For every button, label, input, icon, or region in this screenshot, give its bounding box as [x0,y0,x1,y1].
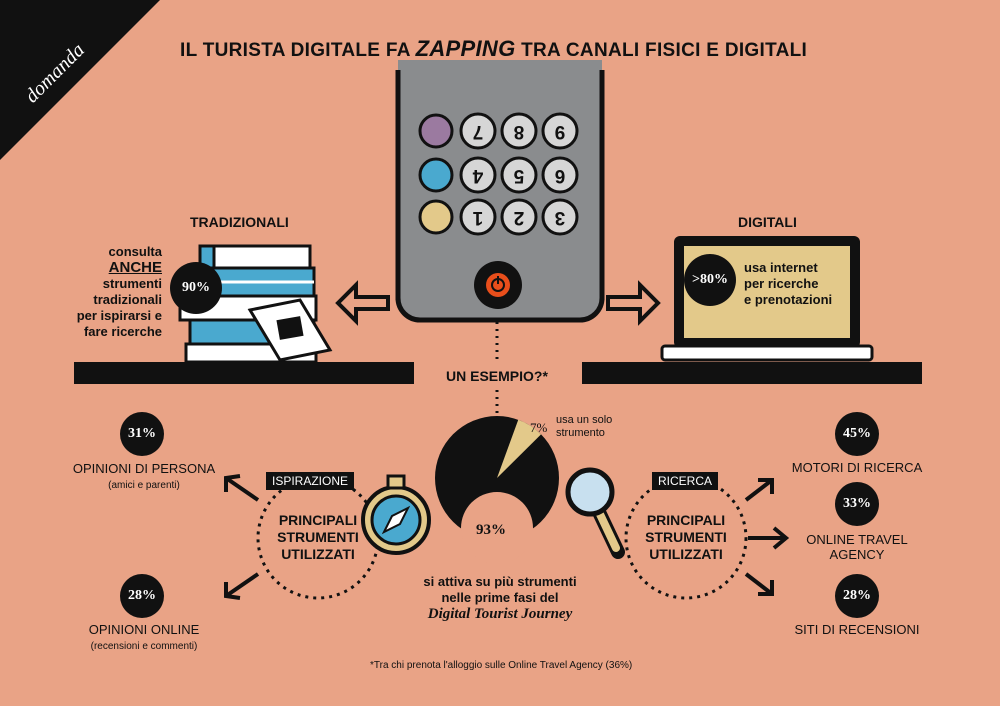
research-item1-percent: 45% [843,426,871,441]
inspiration-tag: ISPIRAZIONE [266,472,355,490]
title-post: TRA CANALI FISICI E DIGITALI [515,40,808,61]
inspiration-item2-sub: (recensioni e commenti) [90,641,198,652]
inspiration-circle-line3: UTILIZZATI [281,546,355,562]
page-title: IL TURISTA DIGITALE FA ZAPPING TRA CANAL… [180,36,807,62]
single-percent: 7% [530,420,548,435]
example-label: UN ESEMPIO?* [446,368,548,384]
remote-key [541,198,579,236]
remote-key [500,112,538,150]
journey-title: Digital Tourist Journey [427,606,573,622]
digital-line3: e prenotazioni [744,292,833,307]
inspiration-item2-label: OPINIONI ONLINE [88,622,200,637]
traditional-line3: strumenti [102,276,162,291]
stat-circle-31 [120,412,164,456]
remote-key-label: 6 [554,165,566,186]
multi-text: si attiva su più strumenti nelle prime f… [400,574,600,622]
single-label: usa un solo strumento [556,414,612,440]
research-item2-line1: ONLINE TRAVEL [806,532,908,547]
inspiration-arrows [224,474,260,600]
traditional-percent: 90% [182,280,210,295]
footnote: *Tra chi prenota l'alloggio sulle Online… [370,660,633,671]
remote-key [459,156,497,194]
pie-chart [435,416,559,564]
inspiration-item1-sub: (amici e parenti) [108,480,180,491]
research-item1-label: MOTORI DI RICERCA [791,460,923,475]
remote-key-label: 4 [472,165,484,186]
remote-key-label: 7 [472,121,484,142]
remote-key [541,156,579,194]
title-highlight: ZAPPING [415,36,516,61]
research-tag: RICERCA [652,472,719,490]
yellow-key [418,199,454,235]
multi-line2: nelle prime fasi del [441,590,559,605]
arrow-left-icon [335,280,390,326]
traditional-line4: tradizionali [93,292,162,307]
traditional-heading: TRADIZIONALI [190,214,289,230]
traditional-line6: fare ricerche [83,324,162,339]
pie-label-badge [461,492,533,564]
research-arrows [744,478,790,596]
blue-key [418,157,454,193]
digital-heading: DIGITALI [738,214,797,230]
corner-banner [0,0,160,160]
remote-key-label: 2 [513,207,525,228]
remote-key-label: 1 [472,207,484,228]
arrow-right-icon [606,280,661,326]
digital-percent: >80% [692,272,728,287]
digital-text: usa internet per ricerche e prenotazioni [744,260,832,308]
pie-slice-single [497,419,542,478]
remote-key-label: 9 [554,121,566,142]
compass-icon [361,474,431,555]
purple-key [418,113,454,149]
single-label-line1: usa un solo [556,414,613,426]
traditional-line1: consulta [108,244,162,259]
research-item3-label: SITI DI RECENSIONI [794,622,920,637]
inspiration-circle-line2: STRUMENTI [277,529,359,545]
inspiration-circle-text: PRINCIPALI STRUMENTI UTILIZZATI [258,512,378,563]
remote-control [395,60,605,323]
remote-key-label: 3 [554,207,566,228]
research-circle-line2: STRUMENTI [645,529,727,545]
research-item2-percent: 33% [843,496,871,511]
research-item3-percent: 28% [843,588,871,603]
multi-percent: 93% [476,522,506,538]
shelf-left [74,362,414,384]
remote-key [459,112,497,150]
title-pre: IL TURISTA DIGITALE FA [180,40,416,61]
digital-line2: per ricerche [744,276,819,291]
stat-circle-33 [835,482,879,526]
remote-key [541,112,579,150]
power-icon [486,273,510,297]
remote-key [500,156,538,194]
research-circle-line1: PRINCIPALI [646,512,726,528]
remote-key-label: 8 [513,121,525,142]
stat-circle-45 [835,412,879,456]
traditional-text: consulta ANCHE strumenti tradizionali pe… [66,244,162,340]
stat-circle-90 [170,262,222,314]
inspiration-circle-line1: PRINCIPALI [278,512,358,528]
stat-circle-80 [684,254,736,306]
remote-key [459,198,497,236]
remote-key [500,198,538,236]
stat-circle-28-reviews [835,574,879,618]
magnifier-icon [565,467,625,559]
inspiration-item2-percent: 28% [128,588,156,603]
multi-line1: si attiva su più strumenti [423,574,577,589]
remote-key-label: 5 [513,165,525,186]
shelf-right [582,362,922,384]
inspiration-item1-label: OPINIONI DI PERSONA [72,461,216,476]
single-label-line2: strumento [556,427,605,439]
research-item2-label: ONLINE TRAVEL AGENCY [790,532,924,562]
digital-line1: usa internet [744,260,818,275]
stat-circle-28-online [120,574,164,618]
inspiration-item1-percent: 31% [128,426,156,441]
research-circle-line3: UTILIZZATI [649,546,723,562]
traditional-line5: per ispirarsi e [76,308,162,323]
research-item2-line2: AGENCY [829,547,885,562]
research-circle-text: PRINCIPALI STRUMENTI UTILIZZATI [626,512,746,563]
traditional-line2: ANCHE [108,259,162,276]
